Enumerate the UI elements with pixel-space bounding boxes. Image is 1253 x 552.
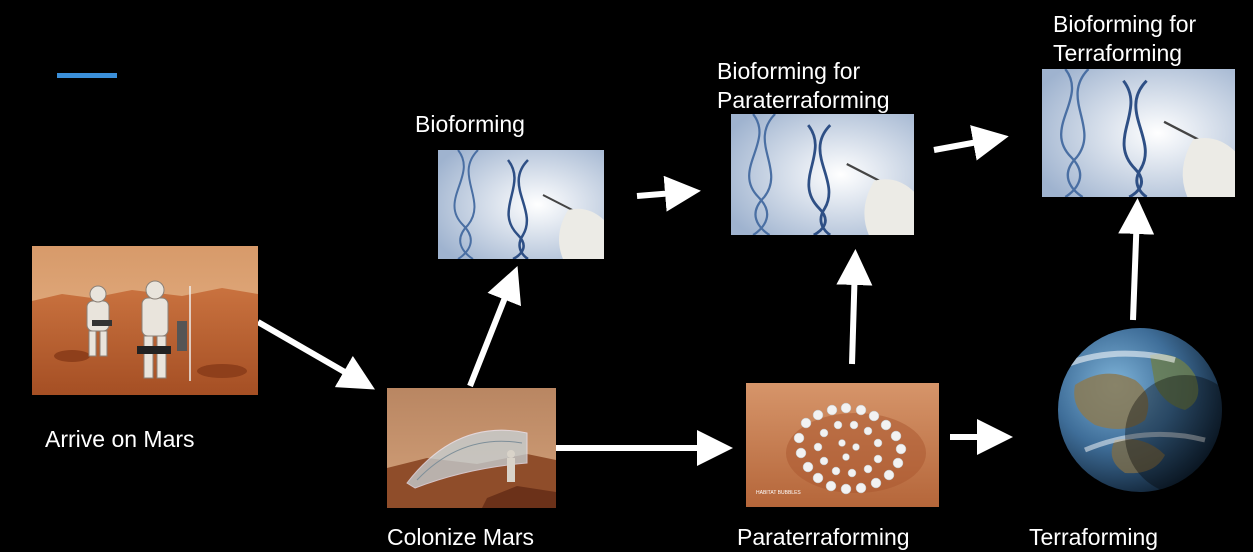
label-bioforming-for-paraterraforming: Bioforming for Paraterraforming: [717, 57, 890, 115]
label-bioforming-for-terraforming: Bioforming for Terraforming: [1053, 10, 1196, 68]
arrow-colonize-to-bioforming: [470, 280, 512, 386]
label-arrive-on-mars: Arrive on Mars: [45, 425, 195, 454]
arrow-arrive-to-colonize: [258, 322, 362, 382]
terraforming-image: [1055, 325, 1225, 495]
label-bioforming: Bioforming: [415, 110, 525, 139]
paraterraforming-image: HABITAT BUBBLES: [746, 383, 939, 507]
arrive-image: [32, 246, 258, 395]
colonize-image: [387, 388, 556, 508]
bio-terra-image: [1042, 69, 1235, 197]
arrow-paraterraforming-to-bio-para: [852, 264, 855, 364]
bio-para-image: [731, 114, 914, 235]
label-terraforming: Terraforming: [1029, 523, 1158, 552]
arrow-bio-para-to-bio-terra: [934, 139, 994, 150]
arrow-terraforming-to-bio-terra: [1133, 213, 1137, 320]
arrow-bioforming-to-bio-para: [637, 192, 686, 196]
label-paraterraforming: Paraterraforming: [737, 523, 910, 552]
label-colonize-mars: Colonize Mars: [387, 523, 534, 552]
bioforming-image: [438, 150, 604, 259]
paraterraforming-image-caption: HABITAT BUBBLES: [756, 490, 801, 496]
